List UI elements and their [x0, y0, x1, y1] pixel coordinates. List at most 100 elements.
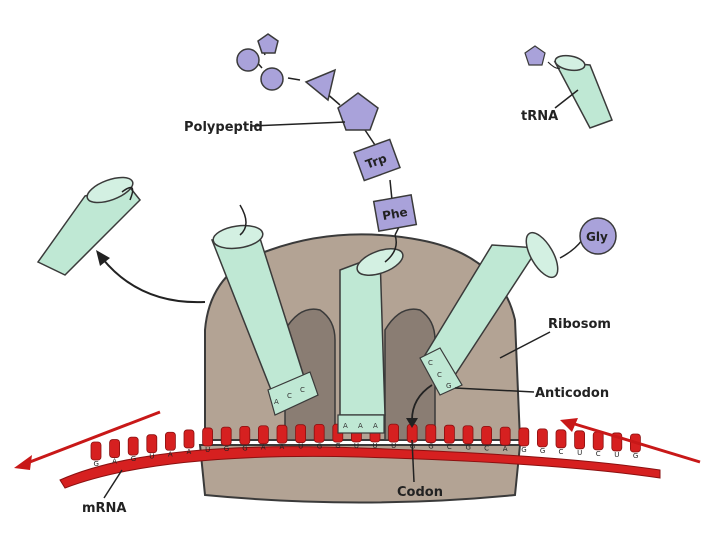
- departure-arrow: [101, 257, 206, 304]
- mrna-base-tooth: [220, 426, 232, 446]
- amino-acid-circle: [260, 67, 284, 91]
- amino-acid-gly-label: Gly: [586, 230, 608, 244]
- mrna-base-label: G: [131, 455, 136, 463]
- anticodon-middle-base-1: A: [343, 422, 348, 430]
- mrna-base-tooth: [425, 424, 437, 444]
- anticodon-leader: [454, 387, 535, 393]
- anticodon-left-base-2: C: [287, 392, 292, 400]
- trna-departing: [36, 176, 142, 276]
- anticodon-right-base-2: C: [437, 371, 442, 379]
- mrna-base-tooth: [90, 441, 102, 461]
- mrna-base-label: A: [168, 450, 173, 458]
- trna-leader: [554, 89, 579, 109]
- polypeptide-leader: [251, 121, 346, 127]
- anticodon-middle-base-3: A: [373, 422, 378, 430]
- trna-legend-icon: [547, 54, 613, 129]
- mrna-base-tooth: [499, 426, 511, 446]
- codon-arrow-head: [406, 418, 418, 428]
- mrna-base-label: C: [484, 444, 489, 452]
- amino-acid-trp: [353, 138, 401, 182]
- mrna-base-label: A: [112, 458, 117, 466]
- mrna-base-tooth: [574, 430, 585, 450]
- mrna-base-tooth: [555, 429, 567, 449]
- mrna-base-label: U: [391, 442, 396, 450]
- mrna-strand: [59, 446, 661, 489]
- mrna-base-label: G: [317, 442, 322, 450]
- mrna-base-label: A: [503, 445, 508, 453]
- amino-acid-phe-label: Phe: [381, 205, 409, 223]
- trna-label: tRNA: [521, 109, 558, 124]
- mrna-base-tooth: [109, 439, 120, 458]
- amino-acid-phe: [372, 194, 418, 232]
- mrna-base-label: G: [335, 442, 340, 450]
- mrna-base-label: C: [596, 450, 601, 458]
- mrna-base-label: U: [205, 446, 210, 454]
- mrna-base-tooth: [202, 427, 214, 447]
- mrna-base-tooth: [127, 436, 139, 456]
- mrna-base-tooth: [481, 425, 493, 445]
- mrna-base-tooth: [388, 423, 400, 443]
- mrna-base-tooth: [239, 425, 251, 445]
- mrna-base-tooth: [592, 431, 604, 451]
- mrna-base-label: U: [298, 443, 303, 451]
- mrna-base-label: A: [261, 444, 266, 452]
- ribosome-leader: [499, 331, 551, 359]
- mrna-base-tooth: [462, 425, 474, 445]
- mrna-base-label: U: [614, 451, 619, 459]
- amino-acid-small-pentagon: [257, 33, 279, 54]
- mrna-base-label: U: [373, 442, 378, 450]
- mrna-base-tooth: [276, 424, 288, 444]
- mrna-base-tooth: [257, 425, 269, 445]
- mrna-arrow-left: [21, 410, 161, 467]
- trna-middle: [337, 234, 404, 434]
- anticodon-label: Anticodon: [535, 386, 609, 401]
- anticodon-middle-base-2: A: [358, 422, 363, 430]
- codon-label: Codon: [397, 485, 443, 500]
- mrna-base-tooth: [146, 434, 158, 454]
- mrna-base-label: U: [354, 442, 359, 450]
- mrna-base-tooth: [295, 424, 307, 444]
- mrna-arrow-right-head: [560, 418, 578, 432]
- codon-arrow: [411, 384, 433, 421]
- amino-acid-pentagon: [337, 92, 379, 131]
- codon-leader: [411, 439, 415, 483]
- mrna-base-label: G: [633, 452, 638, 460]
- mrna-base-tooth: [518, 427, 530, 447]
- anticodon-right-base-1: C: [428, 359, 433, 367]
- mrna-base-tooth: [164, 431, 176, 451]
- mrna-base-label: A: [187, 448, 192, 456]
- trna-right: [419, 231, 583, 396]
- mrna-base-label: G: [521, 446, 526, 454]
- mrna-base-tooth: [313, 423, 325, 443]
- trna-left: [210, 204, 319, 416]
- mrna-base-label: C: [447, 443, 452, 451]
- mrna-base-label: G: [242, 444, 247, 452]
- anticodon-right-base-3: G: [446, 382, 451, 390]
- amino-acid-gly: [579, 217, 617, 255]
- ribosome-site-right: [384, 308, 436, 441]
- anticodon-left-base-1: A: [274, 398, 279, 406]
- departure-arrow-head: [96, 250, 110, 266]
- amino-acid-circle-2: [236, 48, 260, 72]
- mrna-leader: [103, 469, 123, 499]
- mrna-base-tooth: [183, 429, 195, 449]
- polypeptide-label: Polypeptid: [184, 120, 263, 135]
- mrna-base-label: U: [149, 453, 154, 461]
- mrna-base-label: G: [224, 445, 229, 453]
- mrna-base-label: G: [428, 443, 433, 451]
- mrna-label: mRNA: [82, 501, 127, 516]
- mrna-base-label: U: [577, 449, 582, 457]
- mrna-base-label: G: [540, 447, 545, 455]
- trna-legend-amino-acid: [524, 45, 546, 66]
- anticodon-left-base-3: C: [300, 386, 305, 394]
- mrna-base-tooth: [537, 428, 548, 448]
- mrna-base-label: G: [94, 460, 99, 468]
- mrna-arrow-right: [567, 420, 701, 464]
- ribosome-label: Ribosom: [548, 317, 611, 332]
- mrna-codon-teeth: GAGUAAUGGAAUGGUUUGGCGCAGGCUCUG: [90, 423, 641, 468]
- amino-acid-triangle: [304, 68, 337, 102]
- mrna-base-label: A: [280, 443, 285, 451]
- mrna-base-label: C: [559, 448, 564, 456]
